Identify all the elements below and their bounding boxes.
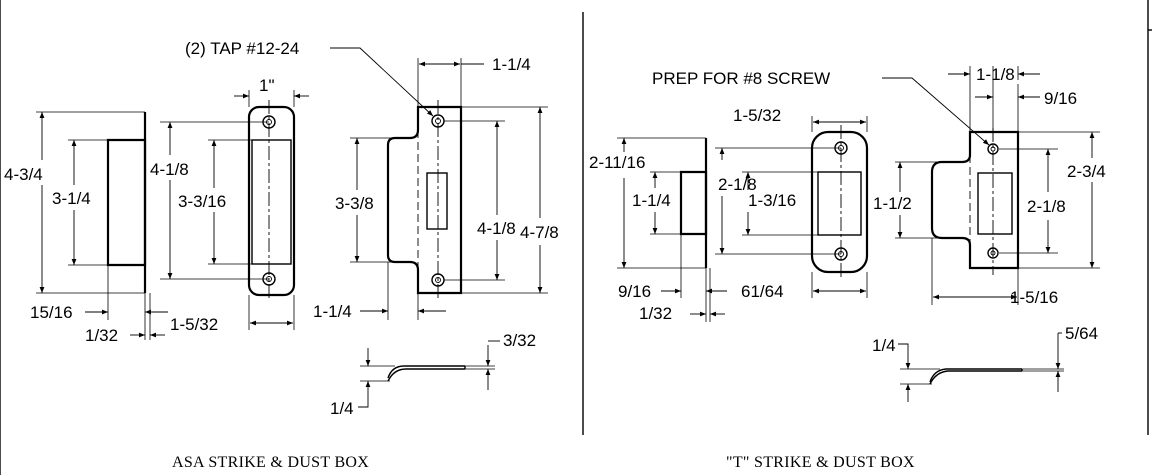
asa-dim-box-inner: 3-1/4 [52,189,91,208]
asa-caption: ASA STRIKE & DUST BOX [172,454,369,471]
t-dim-strike-base: 61/64 [741,282,784,301]
asa-dim-box-depth: 15/16 [30,303,73,322]
t-dim-thickness: 5/64 [1065,324,1098,343]
t-dim-plate-height: 2-3/4 [1067,162,1106,181]
asa-dim-hole-spacing: 4-1/8 [477,219,516,238]
t-strike-plate-view [882,66,1100,305]
asa-strike-section [358,340,500,408]
asa-dim-box-height: 4-3/4 [4,165,43,184]
t-dust-box-view [617,137,727,322]
asa-dim-plate-height: 4-7/8 [520,223,559,242]
asa-dim-strike-height: 4-1/8 [150,160,189,179]
t-strike-section [898,332,1064,402]
asa-dim-strike-slot: 3-3/16 [178,192,226,211]
asa-strike-front-view [160,90,309,330]
t-strike-front-view [715,116,869,298]
t-dim-lip-height: 1-1/2 [873,194,912,213]
t-dim-strike-slot: 1-3/16 [748,191,796,210]
t-dim-hole-spacing: 2-1/8 [1027,197,1066,216]
asa-dim-1-1-4-bottom: 1-1/4 [313,302,352,321]
asa-dim-offset: 1/4 [330,399,354,418]
asa-dust-box-view [36,111,168,340]
asa-strike-plate-view [330,47,548,320]
t-dim-plate-width: 1-5/16 [1010,288,1058,307]
t-dim-9-16-top: 9/16 [1044,89,1077,108]
t-dim-offset: 1/4 [872,336,896,355]
asa-tap-note: (2) TAP #12-24 [185,39,299,58]
asa-dim-1inch: 1" [259,76,275,95]
t-dim-box-inner: 1-1/4 [632,191,671,210]
t-dim-1-1-8: 1-1/8 [976,65,1015,84]
t-prep-note: PREP FOR #8 SCREW [652,69,830,88]
t-caption: "T" STRIKE & DUST BOX [726,454,915,471]
t-dim-box-flange: 1/32 [639,304,672,323]
asa-dim-thickness: 3/32 [503,331,536,350]
t-dim-box-depth: 9/16 [618,282,651,301]
asa-dim-strike-width: 1-5/32 [170,315,218,334]
asa-dim-lip-height: 3-3/8 [335,194,374,213]
asa-dim-box-flange: 1/32 [85,326,118,345]
t-dim-strike-width: 1-5/32 [733,106,781,125]
t-dim-slot-height: 2-1/8 [718,175,757,194]
t-dim-box-height: 2-11/16 [589,153,645,172]
asa-dim-1-1-4-top: 1-1/4 [492,55,531,74]
